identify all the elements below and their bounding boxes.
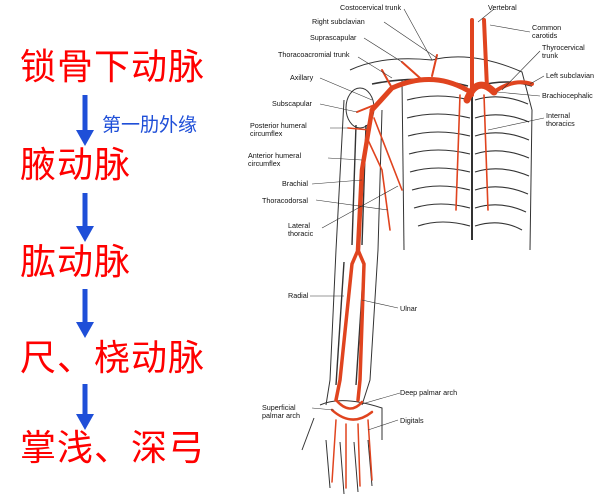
label-suprascapular: Suprascapular — [310, 33, 357, 42]
edge-label-first-rib: 第一肋外缘 — [102, 114, 198, 136]
label-thoracoacromial-trunk: Thoracoacromial trunk — [278, 50, 350, 59]
label-common-carotids-1: Common — [532, 23, 561, 32]
step-ulnar-radial-arteries: 尺、桡动脉 — [20, 338, 206, 379]
figure-labels: Costocervical trunk Vertebral Right subc… — [248, 3, 594, 425]
label-superficial-palmar-2: palmar arch — [262, 411, 300, 420]
label-right-subclavian: Right subclavian — [312, 17, 365, 26]
label-brachiocephalic: Brachiocephalic — [542, 91, 593, 100]
label-vertebral: Vertebral — [488, 3, 517, 12]
label-radial: Radial — [288, 291, 309, 300]
label-thoracodorsal: Thoracodorsal — [262, 196, 308, 205]
leader-lines — [310, 8, 545, 431]
label-ulnar: Ulnar — [400, 304, 418, 313]
label-common-carotids-2: carotids — [532, 31, 558, 40]
label-subscapular: Subscapular — [272, 99, 313, 108]
flow-arrows — [76, 95, 94, 430]
label-posterior-humeral-2: circumflex — [250, 129, 283, 138]
label-posterior-humeral-1: Posterior humeral — [250, 121, 307, 130]
arm-artery-diagram: Costocervical trunk Vertebral Right subc… — [248, 3, 594, 495]
label-thyrocervical-1: Thyrocervical — [542, 43, 585, 52]
label-thyrocervical-2: trunk — [542, 51, 558, 60]
label-superficial-palmar-1: Superficial — [262, 403, 296, 412]
arrow-4 — [76, 384, 94, 430]
label-internal-thoracics-2: thoracics — [546, 119, 575, 128]
arrow-3 — [76, 289, 94, 338]
skeleton-outline — [301, 56, 533, 495]
label-digitals: Digitals — [400, 416, 424, 425]
step-palmar-arches: 掌浅、深弓 — [20, 428, 206, 469]
label-lateral-thoracic-1: Lateral — [288, 221, 310, 230]
label-costocervical-trunk: Costocervical trunk — [340, 3, 402, 12]
label-internal-thoracics-1: Internal — [546, 111, 570, 120]
arteries — [330, 18, 534, 489]
step-brachial-artery: 肱动脉 — [20, 242, 132, 283]
step-subclavian-artery: 锁骨下动脉 — [20, 47, 206, 88]
label-anterior-humeral-2: circumflex — [248, 159, 281, 168]
label-anterior-humeral-1: Anterior humeral — [248, 151, 302, 160]
label-brachial: Brachial — [282, 179, 308, 188]
step-axillary-artery: 腋动脉 — [20, 145, 132, 186]
label-deep-palmar-arch: Deep palmar arch — [400, 388, 457, 397]
arrow-1 — [76, 95, 94, 146]
label-lateral-thoracic-2: thoracic — [288, 229, 314, 238]
label-axillary: Axillary — [290, 73, 314, 82]
label-left-subclavian: Left subclavian — [546, 71, 594, 80]
arrow-2 — [76, 193, 94, 242]
